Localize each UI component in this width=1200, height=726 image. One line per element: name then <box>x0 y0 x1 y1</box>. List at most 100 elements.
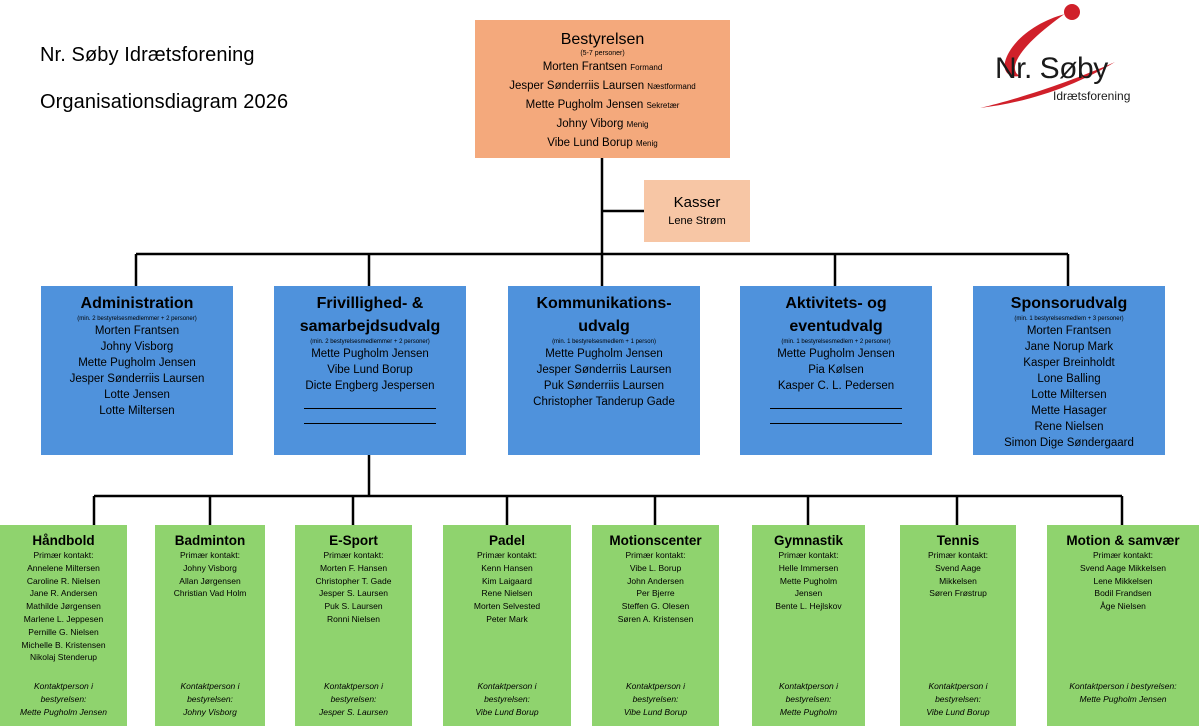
committee-member: Mette Hasager <box>1031 405 1107 417</box>
primary-contact: Bodil Frandsen <box>1094 588 1152 599</box>
primary-contact-label: Primær kontakt: <box>778 550 839 560</box>
committee-note: (min. 2 bestyrelsesmedlemmer + 2 persone… <box>77 316 197 322</box>
committee-member: Lotte Miltersen <box>99 405 175 417</box>
blank-member-line <box>304 409 436 424</box>
primary-contact: Per Bjerre <box>636 588 675 599</box>
primary-contact: Marlene L. Jeppesen <box>23 613 104 624</box>
logo-swoosh-icon <box>980 4 1115 108</box>
committee-member: Vibe Lund Borup <box>327 364 413 376</box>
committee-note: (min. 1 bestyrelsesmedlem + 1 person) <box>552 339 656 345</box>
committee-note: (min. 1 bestyrelsesmedlem + 2 personer) <box>781 339 891 345</box>
committee-member: Lone Balling <box>1037 373 1101 385</box>
primary-contact: Svend Aage Mikkelsen <box>1080 562 1166 573</box>
blank-member-line <box>304 394 436 409</box>
committee-title: eventudvalg <box>789 318 883 335</box>
subgroup-title: Motion & samvær <box>1066 533 1180 548</box>
primary-contact: Åge Nielsen <box>1100 601 1146 612</box>
primary-contact: Christopher T. Gade <box>315 575 392 586</box>
subgroup-tennis: Tennis Primær kontakt: Svend Aage Mikkel… <box>900 525 1016 726</box>
board-contact: Kontaktperson i bestyrelsen: Vibe Lund B… <box>475 681 539 717</box>
subgroup-handbold: Håndbold Primær kontakt: Annelene Milter… <box>0 525 127 726</box>
subgroup-title: Håndbold <box>32 533 95 548</box>
primary-contact: Ronni Nielsen <box>327 613 380 624</box>
subgroup-title: Gymnastik <box>773 533 844 548</box>
committee-title: samarbejdsudvalg <box>299 318 441 335</box>
committee-sponsor: Sponsorudvalg (min. 1 bestyrelsesmedlem … <box>973 286 1165 455</box>
committee-member: Mette Pugholm Jensen <box>777 348 895 360</box>
board-contact: Kontaktperson i bestyrelsen: Mette Pugho… <box>20 681 107 717</box>
primary-contact: Søren Frøstrup <box>929 588 987 599</box>
board-contact: Kontaktperson i bestyrelsen: Vibe Lund B… <box>926 681 990 717</box>
primary-contact: Mette Pugholm <box>779 575 838 586</box>
kasser-title: Kasser <box>673 194 721 211</box>
committee-member: Jane Norup Mark <box>1024 341 1114 353</box>
primary-contact: Michelle B. Kristensen <box>21 639 106 650</box>
board-note: (5-7 personer) <box>580 50 625 57</box>
primary-contact: John Andersen <box>627 575 684 586</box>
board-contact: Kontaktperson i bestyrelsen: Jesper S. L… <box>319 681 388 717</box>
primary-contact-label: Primær kontakt: <box>477 550 537 560</box>
primary-contact: Vibe L. Borup <box>629 562 682 573</box>
kasser-name: Lene Strøm <box>668 215 726 227</box>
subgroup-title: E-Sport <box>329 533 378 548</box>
board-box: Bestyrelsen (5-7 personer) Morten Frants… <box>475 20 730 158</box>
primary-contact: Jane R. Andersen <box>29 588 98 599</box>
primary-contact: Caroline R. Nielsen <box>26 575 101 586</box>
committee-member: Kasper Breinholdt <box>1023 357 1115 369</box>
board-contact: Kontaktperson i bestyrelsen: Vibe Lund B… <box>623 681 688 717</box>
primary-contact: Morten Selvested <box>473 601 541 612</box>
committee-member: Lotte Jensen <box>104 389 170 401</box>
org-name: Nr. Søby Idrætsforening <box>40 44 255 66</box>
committee-title: Sponsorudvalg <box>1010 295 1128 312</box>
primary-contact: Johny Visborg <box>183 562 237 573</box>
committee-member: Simon Dige Søndergaard <box>1004 437 1134 449</box>
committee-note: (min. 2 bestyrelsesmedlemmer + 2 persone… <box>310 339 430 345</box>
committee-frivillighed: Frivillighed- & samarbejdsudvalg (min. 2… <box>274 286 466 455</box>
primary-contact: Puk S. Laursen <box>324 601 383 612</box>
subgroup-title: Tennis <box>936 533 980 548</box>
committee-note: (min. 1 bestyrelsesmedlem + 3 personer) <box>1014 316 1124 322</box>
primary-contact-label: Primær kontakt: <box>928 550 988 560</box>
committee-member: Lotte Miltersen <box>1031 389 1107 401</box>
committee-member: Jesper Sønderriis Laursen <box>69 373 205 385</box>
subgroup-gymnastik: Gymnastik Primær kontakt: Helle Immersen… <box>752 525 865 726</box>
subgroup-badminton: Badminton Primær kontakt: Johny Visborg … <box>155 525 265 726</box>
subgroup-esport: E-Sport Primær kontakt: Morten F. Hansen… <box>295 525 412 726</box>
board-member: Mette Pugholm Jensen Sekretær <box>525 99 680 111</box>
logo-tagline: Idrætsforening <box>1053 89 1131 103</box>
primary-contact: Annelene Miltersen <box>27 562 100 573</box>
committee-title: Frivillighed- & <box>316 295 424 312</box>
primary-contact: Mikkelsen <box>939 575 977 586</box>
board-contact: Kontaktperson i bestyrelsen: Mette Pugho… <box>778 681 839 717</box>
committee-member: Pia Kølsen <box>808 364 864 376</box>
committee-member: Puk Sønderriis Laursen <box>543 380 665 392</box>
primary-contact-label: Primær kontakt: <box>323 550 384 560</box>
committee-member: Dicte Engberg Jespersen <box>305 380 435 392</box>
primary-contact-label: Primær kontakt: <box>625 550 686 560</box>
subgroup-title: Padel <box>488 533 526 548</box>
primary-contact: Nikolaj Stenderup <box>29 652 98 663</box>
subgroup-title: Badminton <box>174 533 246 548</box>
board-member: Jesper Sønderriis Laursen Næstformand <box>509 80 696 92</box>
primary-contact: Peter Mark <box>486 613 528 624</box>
committee-member: Mette Pugholm Jensen <box>311 348 429 360</box>
committee-member: Jesper Sønderriis Laursen <box>536 364 672 376</box>
committee-title: Administration <box>80 295 194 312</box>
blank-member-line <box>770 409 902 424</box>
board-contact: Kontaktperson i bestyrelsen: Mette Pugho… <box>1069 681 1177 704</box>
kasser-box: Kasser Lene Strøm <box>644 180 750 242</box>
committee-member: Morten Frantsen <box>94 325 180 337</box>
subgroup-motion-samvaer: Motion & samvær Primær kontakt: Svend Aa… <box>1047 525 1199 726</box>
board-contact: Kontaktperson i bestyrelsen: Johny Visbo… <box>180 681 240 717</box>
primary-contact: Kenn Hansen <box>481 562 533 573</box>
committee-administration: Administration (min. 2 bestyrelsesmedlem… <box>41 286 233 455</box>
primary-contact: Pernille G. Nielsen <box>28 626 99 637</box>
primary-contact-label: Primær kontakt: <box>33 550 94 560</box>
diagram-title: Organisationsdiagram 2026 <box>40 91 289 113</box>
committee-title: Kommunikations- <box>536 295 672 312</box>
logo-wordmark: Nr. Søby <box>995 52 1108 85</box>
board-member: Johny Viborg Menig <box>556 118 649 130</box>
primary-contact: Christian Vad Holm <box>173 588 247 599</box>
committee-member: Mette Pugholm Jensen <box>78 357 196 369</box>
